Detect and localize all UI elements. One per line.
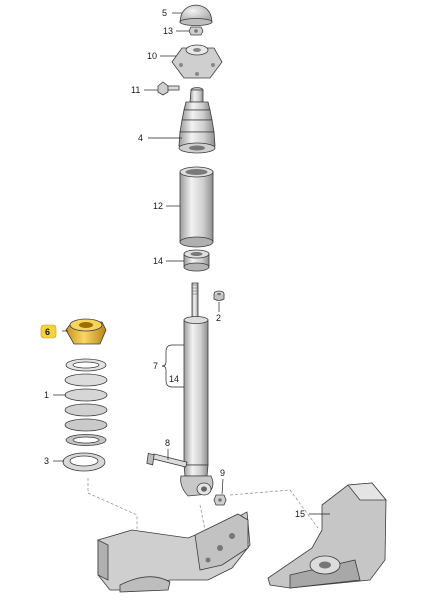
- part-6-highlight-badge: [40, 324, 57, 339]
- callout-10: 10: [147, 51, 157, 61]
- part-10-top-mount: [171, 44, 223, 79]
- part-2-nut: [213, 290, 225, 301]
- rear-axle-subframe: [97, 511, 251, 593]
- callout-12: 12: [153, 201, 163, 211]
- shock-absorber: [180, 282, 214, 497]
- part-13-nut: [188, 26, 204, 36]
- callout-3: 3: [44, 456, 49, 466]
- part-6-spring-seat: [65, 318, 107, 345]
- part-5-cap: [179, 4, 213, 26]
- assembly-guide-lines: [87, 478, 319, 541]
- callout-9: 9: [220, 468, 225, 478]
- callout-11: 11: [131, 85, 140, 95]
- callout-1: 1: [44, 390, 49, 400]
- part-9-nut: [213, 494, 227, 506]
- part-11-bolt: [157, 81, 180, 96]
- callout-labels: 5 13 10 11 4 12 14 2 6 7 14 1 8 3 9 15: [44, 8, 305, 519]
- callout-7: 7: [153, 361, 158, 371]
- callout-4: 4: [138, 133, 143, 143]
- part-8-bolt: [146, 452, 188, 468]
- part-12-protective-tube: [179, 166, 214, 248]
- callout-15: 15: [295, 509, 305, 519]
- part-4-bump-stop: [178, 87, 216, 154]
- callout-5: 5: [162, 8, 167, 18]
- part-3-lower-seat: [62, 452, 106, 472]
- callout-14-shock: 14: [169, 374, 179, 384]
- callout-6: 6: [45, 327, 50, 337]
- part-15-hub-plate: [267, 482, 387, 589]
- part-1-coil-spring: [64, 358, 108, 446]
- callout-14: 14: [153, 256, 163, 266]
- part-14-ring: [183, 249, 210, 272]
- leader-lines: [53, 12, 330, 515]
- callout-2: 2: [216, 313, 221, 323]
- callout-13: 13: [163, 26, 173, 36]
- callout-8: 8: [165, 438, 170, 448]
